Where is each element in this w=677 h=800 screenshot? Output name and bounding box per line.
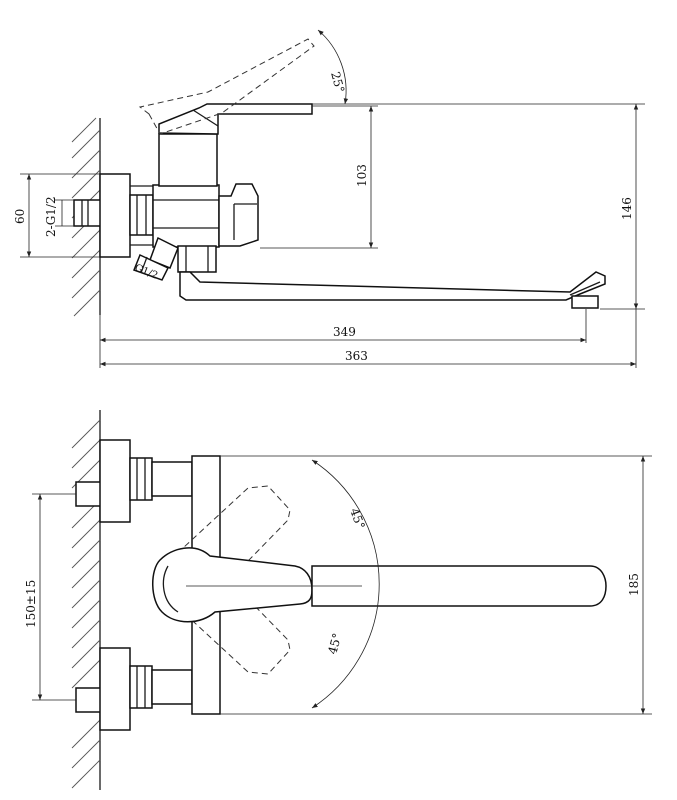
lever-handle — [158, 103, 313, 135]
upper-nut — [129, 457, 153, 501]
cartridge-housing — [158, 133, 218, 187]
upper-flange — [99, 439, 131, 523]
dim-185-label: 185 — [627, 573, 641, 596]
angle-45-upper-label: 45° — [347, 506, 367, 531]
angle-45-lower-label: 45° — [325, 632, 344, 656]
top-view: 45° 45° 185 150±15 — [24, 410, 652, 790]
connector-nut — [129, 194, 154, 236]
lower-eccentric — [75, 687, 103, 713]
dim-60-label: 60 — [13, 209, 27, 224]
mixer-body — [152, 184, 220, 248]
aerator — [571, 295, 599, 309]
shower-outlet — [149, 236, 179, 269]
thread-label: 2-G1/2 — [44, 196, 58, 237]
dim-103-label: 103 — [355, 164, 369, 187]
spout-swivel — [177, 245, 217, 273]
spout-top — [311, 565, 607, 607]
angle-arc-45 — [311, 459, 380, 709]
dim-349-label: 349 — [333, 325, 356, 339]
wall-hatching-bottom — [71, 410, 101, 790]
diverter-knob — [218, 183, 259, 247]
dim-363-label: 363 — [345, 349, 368, 363]
side-view: 25° 103 146 60 2-G1/2 G1/2 349 363 — [13, 29, 645, 368]
upper-eccentric — [75, 481, 103, 507]
angle-arc-25 — [317, 29, 349, 105]
wall-flange — [99, 173, 131, 258]
dim-146-label: 146 — [620, 197, 634, 220]
dim-150-label: 150±15 — [24, 580, 38, 628]
lever-handle-raised — [138, 38, 315, 135]
angle-25-label: 25° — [328, 70, 347, 94]
lower-nut — [129, 665, 153, 709]
lower-flange — [99, 647, 131, 731]
spout — [179, 271, 606, 301]
lever-top — [152, 547, 313, 623]
